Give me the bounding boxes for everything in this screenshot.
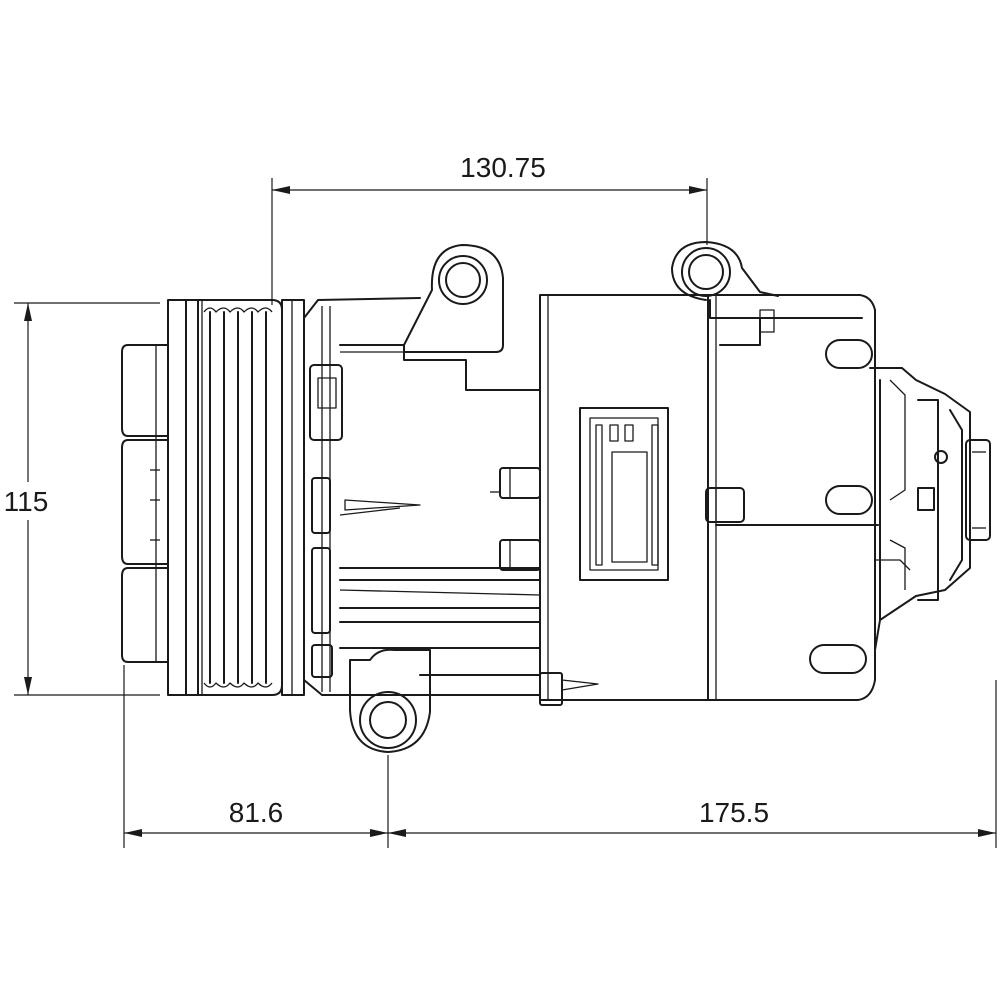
dimension-bottom-right-label: 175.5 (699, 797, 769, 828)
mounting-ear-top-left (403, 244, 504, 353)
dimension-bottom: 81.6 175.5 (123, 665, 997, 848)
dimension-top: 130.75 (271, 152, 708, 305)
pulley (167, 299, 305, 696)
control-valve (869, 367, 991, 651)
middle-body (490, 294, 709, 701)
dimension-top-label: 130.75 (460, 152, 546, 183)
dimension-height: 115 (0, 302, 160, 696)
mounting-ear-top-right (671, 241, 779, 346)
dimension-bottom-left-label: 81.6 (229, 797, 284, 828)
dimension-height-label: 115 (4, 486, 49, 517)
clutch-hub (121, 344, 169, 663)
front-housing (303, 297, 541, 696)
rear-housing (705, 294, 879, 701)
label-plate (579, 407, 669, 581)
